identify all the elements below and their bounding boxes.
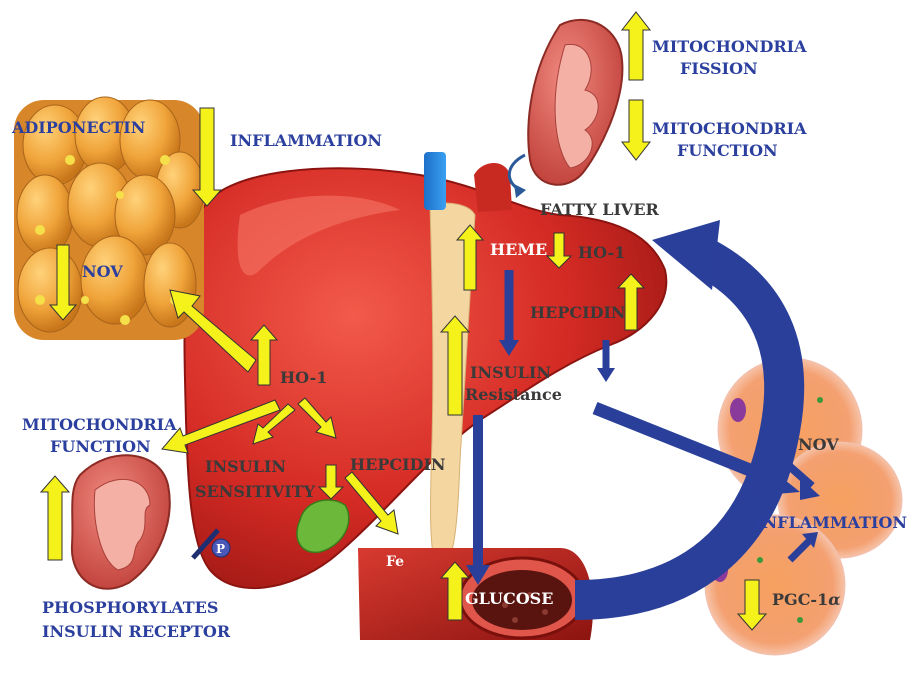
label-fatty-liver: FATTY LIVER	[540, 200, 660, 219]
label-pgc1: PGC-1α	[772, 590, 841, 609]
label-phosphorylates-1: PHOSPHORYLATES	[42, 598, 218, 617]
label-insulin-resistance-2: Resistance	[465, 385, 562, 404]
label-mito-function-top-2: FUNCTION	[677, 141, 778, 160]
label-fe: Fe	[386, 554, 404, 570]
label-mito-function-left-2: FUNCTION	[50, 437, 151, 456]
label-mito-fission-1: MITOCHONDRIA	[652, 37, 807, 56]
label-inflammation-right: INFLAMMATION	[755, 513, 907, 532]
label-inflammation-top: INFLAMMATION	[230, 131, 382, 150]
mitochondrion-left-illustration	[72, 455, 170, 588]
label-mito-fission-2: FISSION	[680, 59, 758, 78]
label-p: P	[216, 542, 225, 556]
label-nov-right: NOV	[798, 435, 839, 454]
label-heme: HEME	[490, 240, 547, 259]
fatty-liver-pointer-head	[514, 184, 526, 198]
label-adiponectin: ADIPONECTIN	[11, 118, 145, 137]
label-mito-function-left-1: MITOCHONDRIA	[22, 415, 177, 434]
label-ho1-center: HO-1	[280, 368, 327, 387]
label-hepcidin-center: HEPCIDIN	[350, 455, 446, 474]
label-glucose: GLUCOSE	[465, 589, 553, 608]
label-insulin-sensitivity-1: INSULIN	[205, 457, 286, 476]
label-phosphorylates-2: INSULIN RECEPTOR	[42, 622, 231, 641]
label-hepcidin-right: HEPCIDIN	[530, 303, 626, 322]
label-mito-function-top-1: MITOCHONDRIA	[652, 119, 807, 138]
label-nov-left: NOV	[82, 262, 123, 281]
label-insulin-sensitivity-2: SENSITIVITY	[195, 482, 316, 501]
label-ho1-right: HO-1	[578, 243, 625, 262]
label-insulin-resistance-1: INSULIN	[470, 363, 551, 382]
mitochondrion-top-illustration	[528, 20, 622, 185]
fatty-liver-pointer	[509, 155, 525, 190]
